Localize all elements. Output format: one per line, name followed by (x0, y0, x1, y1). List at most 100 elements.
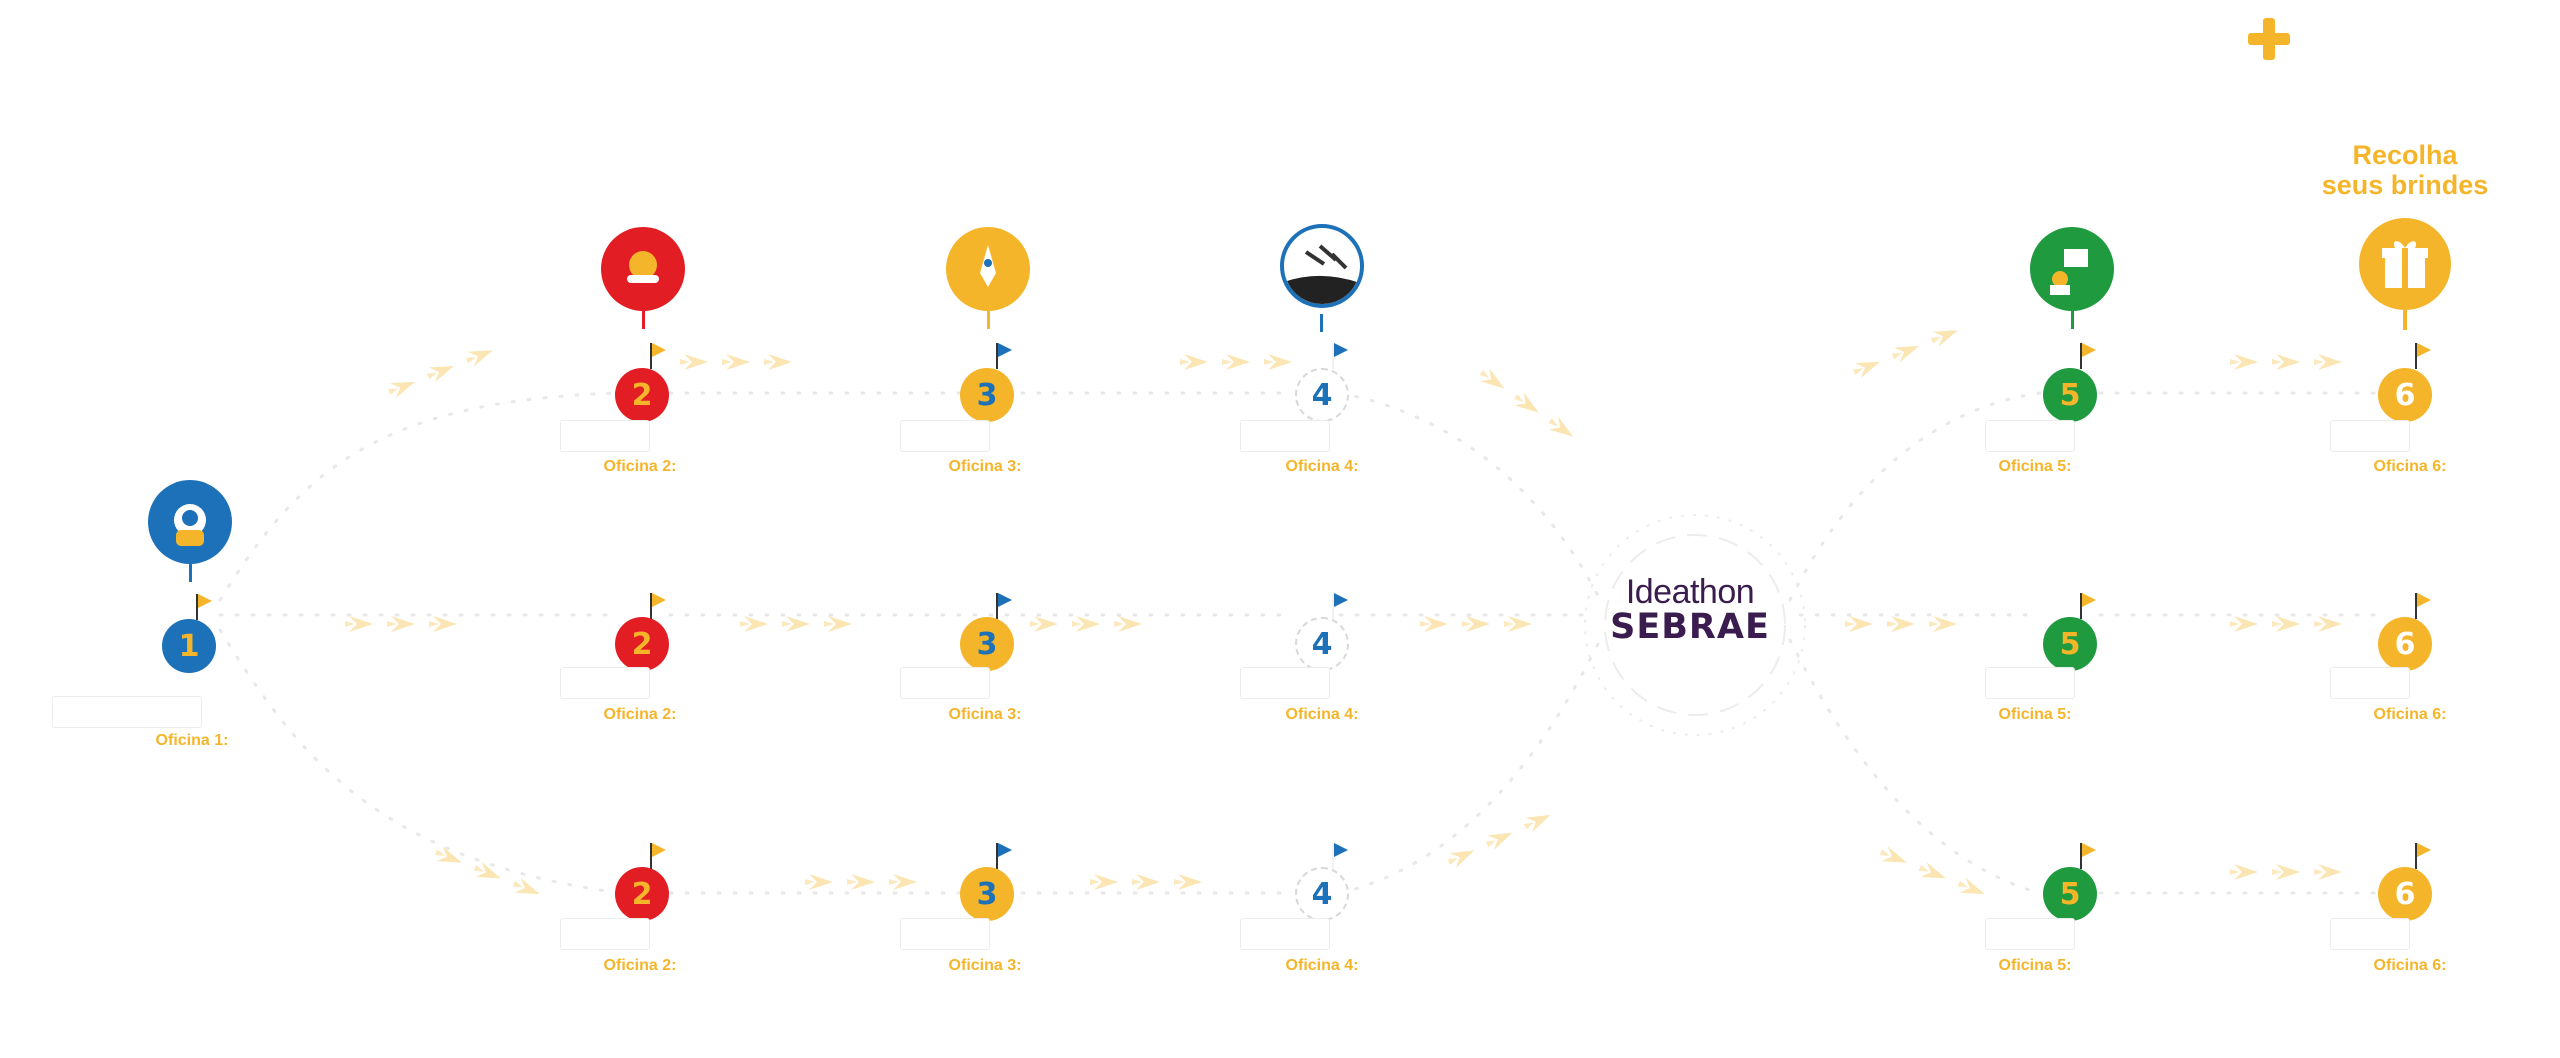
gift-icon[interactable] (2359, 218, 2451, 310)
badge-stem (987, 311, 990, 329)
rocket-arrow-icon (680, 350, 810, 379)
workshop-title: Oficina 3: (948, 458, 1022, 475)
date-label (560, 918, 650, 950)
flag-icon (2078, 593, 2098, 619)
workshop-node-5-top[interactable]: 5 (2043, 368, 2097, 422)
date-label (1985, 667, 2075, 699)
workshop-node-3-middle[interactable]: 3 (960, 617, 1014, 671)
node-number: 2 (631, 377, 653, 413)
date-label (1240, 420, 1330, 452)
rocket-arrow-icon (1030, 612, 1160, 641)
badge-stem (189, 564, 192, 582)
workshop-title: Oficina 2: (603, 458, 677, 475)
rocket-arrow-icon (1845, 612, 1975, 641)
date-label (1985, 918, 2075, 950)
astronaut-badge-icon[interactable] (148, 480, 232, 564)
node-number: 3 (976, 377, 998, 413)
workshop-card-2-bottom: Oficina 2: (520, 956, 760, 976)
workshop-node-1[interactable]: 1 (162, 619, 216, 673)
node-number: 4 (1311, 626, 1333, 662)
plus-icon[interactable] (2248, 18, 2290, 60)
flag-icon (2413, 593, 2433, 619)
workshop-card-6-bottom: Oficina 6: (2290, 956, 2530, 976)
node-number: 4 (1311, 377, 1333, 413)
rocket-arrow-icon (1180, 350, 1310, 379)
workshop-card-4-top: Oficina 4: (1202, 457, 1442, 477)
flag-icon (994, 343, 1014, 369)
flag-icon (2078, 843, 2098, 869)
workshop-title: Oficina 1: (155, 732, 229, 749)
rocket-arrow-icon (1875, 841, 2006, 917)
workshop-title: Oficina 6: (2373, 957, 2447, 974)
flag-icon (1330, 593, 1350, 619)
rocket-arrow-icon (385, 332, 516, 408)
node-number: 5 (2059, 876, 2081, 912)
workshop-card-5-top: Oficina 5: (1915, 457, 2155, 477)
workshop-title: Oficina 5: (1998, 706, 2072, 723)
workshop-node-5-bottom[interactable]: 5 (2043, 867, 2097, 921)
workshop-card-5-bottom: Oficina 5: (1915, 956, 2155, 976)
workshop-node-6-top[interactable]: 6 (2378, 368, 2432, 422)
rocket-arrow-icon (1090, 870, 1220, 899)
workshop-title: Oficina 5: (1998, 458, 2072, 475)
workshop-card-2-middle: Oficina 2: (520, 705, 760, 725)
workshop-node-5-middle[interactable]: 5 (2043, 617, 2097, 671)
prizes-title-line2: seus brindes (2321, 170, 2489, 200)
rocket-badge-icon[interactable] (601, 227, 685, 311)
badge-stem (642, 311, 645, 329)
workshop-title: Oficina 4: (1285, 957, 1359, 974)
date-label (1985, 420, 2075, 452)
ideathon-sebrae-logo[interactable]: Ideathon SEBRAE (1600, 575, 1780, 645)
workshop-node-2-bottom[interactable]: 2 (615, 867, 669, 921)
workshop-title: Oficina 3: (948, 706, 1022, 723)
workshop-title: Oficina 6: (2373, 458, 2447, 475)
workshop-node-2-middle[interactable]: 2 (615, 617, 669, 671)
workshop-node-6-middle[interactable]: 6 (2378, 617, 2432, 671)
node-number: 6 (2394, 377, 2416, 413)
date-label (52, 696, 202, 728)
date-label (900, 918, 990, 950)
rocket-arrow-icon (430, 841, 561, 917)
workshop-node-3-bottom[interactable]: 3 (960, 867, 1014, 921)
workshop-card-4-middle: Oficina 4: (1202, 705, 1442, 725)
workshop-node-4-bottom[interactable]: 4 (1295, 867, 1349, 921)
brand-line2: SEBRAE (1610, 607, 1770, 647)
rocket-arrow-icon (2230, 350, 2360, 379)
workshop-node-4-middle[interactable]: 4 (1295, 617, 1349, 671)
workshop-node-2-top[interactable]: 2 (615, 368, 669, 422)
rocket-arrow-icon (805, 870, 935, 899)
date-label (1240, 918, 1330, 950)
node-number: 2 (631, 876, 653, 912)
workshop-node-4-top[interactable]: 4 (1295, 368, 1349, 422)
workshop-card-4-bottom: Oficina 4: (1202, 956, 1442, 976)
rocket-launch-badge-icon[interactable] (946, 227, 1030, 311)
workshop-title: Oficina 2: (603, 706, 677, 723)
flag-icon (994, 593, 1014, 619)
workshop-node-6-bottom[interactable]: 6 (2378, 867, 2432, 921)
rocket-arrow-icon (1444, 796, 1574, 877)
rocket-arrow-icon (1472, 363, 1595, 461)
date-label (900, 420, 990, 452)
workshop-title: Oficina 2: (603, 957, 677, 974)
date-label (1240, 667, 1330, 699)
workshop-card-1: Oficina 1: (72, 731, 312, 751)
rockets-space-badge-icon[interactable] (1280, 224, 1364, 308)
rocket-arrow-icon (1420, 612, 1550, 641)
node-number: 5 (2059, 626, 2081, 662)
rocket-arrow-icon (2230, 612, 2360, 641)
flag-icon (2413, 843, 2433, 869)
workshop-node-3-top[interactable]: 3 (960, 368, 1014, 422)
workshop-card-3-top: Oficina 3: (865, 457, 1105, 477)
rocket-arrow-icon (2230, 860, 2360, 889)
flag-icon (648, 593, 668, 619)
workshop-title: Oficina 4: (1285, 706, 1359, 723)
node-number: 4 (1311, 876, 1333, 912)
computer-badge-icon[interactable] (2030, 227, 2114, 311)
workshop-card-2-top: Oficina 2: (520, 457, 760, 477)
prizes-title: Recolha seus brindes (2280, 140, 2530, 200)
workshop-title: Oficina 3: (948, 957, 1022, 974)
flag-icon (1330, 843, 1350, 869)
flag-icon (1330, 343, 1350, 369)
date-label (560, 420, 650, 452)
